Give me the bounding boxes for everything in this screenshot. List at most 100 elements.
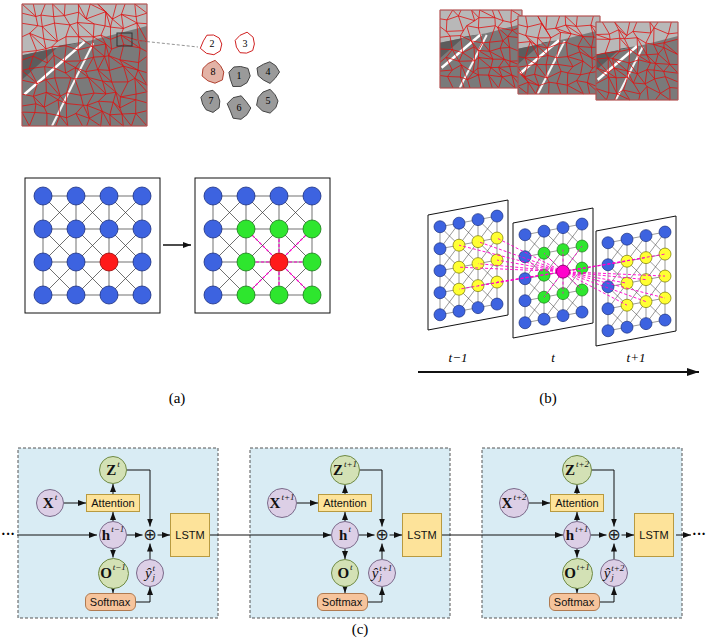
concat-symbol: ⊕	[375, 527, 390, 544]
superscript: t−1	[111, 525, 124, 534]
input-feature: Xt+2	[499, 488, 529, 518]
graph-node	[538, 313, 550, 325]
road-surface	[22, 4, 147, 126]
node-text: Attention	[91, 498, 134, 509]
superscript: t+1	[577, 563, 590, 572]
arrow-connector	[113, 484, 114, 494]
road-image	[518, 16, 600, 94]
graph-node	[34, 253, 52, 271]
prediction: ŷt+2j	[600, 559, 628, 587]
superpixel	[257, 62, 280, 84]
symbol: h	[566, 528, 574, 543]
node-text: Zt	[106, 463, 120, 478]
node-text: ŷt+1j	[372, 564, 393, 582]
arrow-connector	[529, 503, 550, 504]
input-feature: Xt	[36, 489, 64, 517]
superscript: t+1	[344, 460, 357, 469]
transform-arrow	[163, 244, 191, 246]
superpixel	[257, 89, 278, 113]
prediction: ŷt+1j	[368, 559, 396, 587]
graph-node	[659, 314, 671, 326]
lstm-box: LSTM	[634, 513, 674, 557]
subscript: j	[611, 573, 614, 582]
graph-node	[453, 217, 465, 229]
graph-node	[303, 187, 321, 205]
time-label: t	[551, 351, 555, 364]
prediction: ŷtj	[136, 559, 164, 587]
superscript: t+2	[576, 460, 589, 469]
graph-node	[204, 253, 222, 271]
superscript: t+1	[281, 493, 294, 502]
graph-node	[237, 220, 255, 238]
arrow-connector	[345, 485, 346, 494]
graph-node	[133, 220, 151, 238]
superpixel	[200, 35, 222, 55]
road-surface	[518, 16, 600, 94]
callout-number: 1	[237, 71, 242, 81]
graph-node	[34, 286, 52, 304]
superscript: t	[153, 564, 156, 573]
concat-symbol-text: ⊕	[143, 527, 156, 543]
superscript: t	[348, 525, 351, 534]
node-text: Ot	[337, 566, 352, 581]
frame-plane	[596, 216, 676, 346]
arrow-connector	[345, 512, 346, 521]
superpixel	[227, 96, 251, 120]
graph-node	[519, 229, 531, 241]
arrow-connector	[113, 549, 114, 558]
superpixel-boundaries	[596, 22, 678, 100]
time-label: t+1	[627, 351, 646, 364]
box-label: Attention	[91, 498, 134, 509]
concat-symbol: ⊕	[607, 527, 622, 544]
box-label: Softmax	[90, 597, 130, 608]
arrow-connector	[614, 544, 615, 560]
neighbor-link	[459, 245, 563, 271]
graph-node	[640, 230, 652, 242]
frame-graph	[596, 216, 676, 346]
hidden-state: ht	[331, 521, 359, 549]
neighbor-link	[497, 260, 563, 272]
arrow-connector	[577, 512, 578, 521]
box-label: Softmax	[322, 597, 362, 608]
callout-number: 5	[266, 96, 271, 106]
node-text: Softmax	[90, 597, 130, 608]
graph-node	[67, 187, 85, 205]
superpixel-boundaries	[22, 4, 147, 126]
node-text: LSTM	[175, 530, 204, 541]
node-text: Zt+2	[565, 463, 589, 478]
graph-node	[621, 233, 633, 245]
time-label: t−1	[449, 351, 468, 364]
subscript: j	[153, 573, 156, 582]
graph-node	[204, 187, 222, 205]
graph-node	[602, 303, 614, 315]
graph-node	[576, 306, 588, 318]
superpixel-boundaries	[518, 16, 600, 94]
graph-node	[640, 318, 652, 330]
symbol: Z	[333, 463, 343, 478]
index-stack: t+2j	[611, 564, 624, 582]
attention-box: Attention	[550, 494, 604, 512]
box-label: Attention	[323, 498, 366, 509]
graph-node	[303, 286, 321, 304]
node-text: Ot+1	[564, 566, 590, 581]
output-wire	[676, 535, 691, 536]
callout-number: 4	[266, 67, 271, 77]
arrow-connector	[158, 535, 171, 536]
neighbor-link	[459, 272, 563, 290]
graph-node	[270, 286, 288, 304]
context-vector: Zt	[99, 456, 127, 484]
graph-node	[557, 310, 569, 322]
graph-node	[557, 222, 569, 234]
arrow-connector	[577, 549, 578, 558]
arrow-connector	[382, 544, 383, 560]
graph-node	[576, 218, 588, 230]
image-frame	[518, 16, 600, 94]
graph-node	[133, 286, 151, 304]
neighbor-link	[478, 264, 563, 272]
graph-node	[434, 243, 446, 255]
road-surface	[440, 10, 522, 88]
superscript: t−1	[113, 563, 126, 572]
graph-node	[270, 187, 288, 205]
hidden-state: ht+1	[563, 521, 591, 549]
